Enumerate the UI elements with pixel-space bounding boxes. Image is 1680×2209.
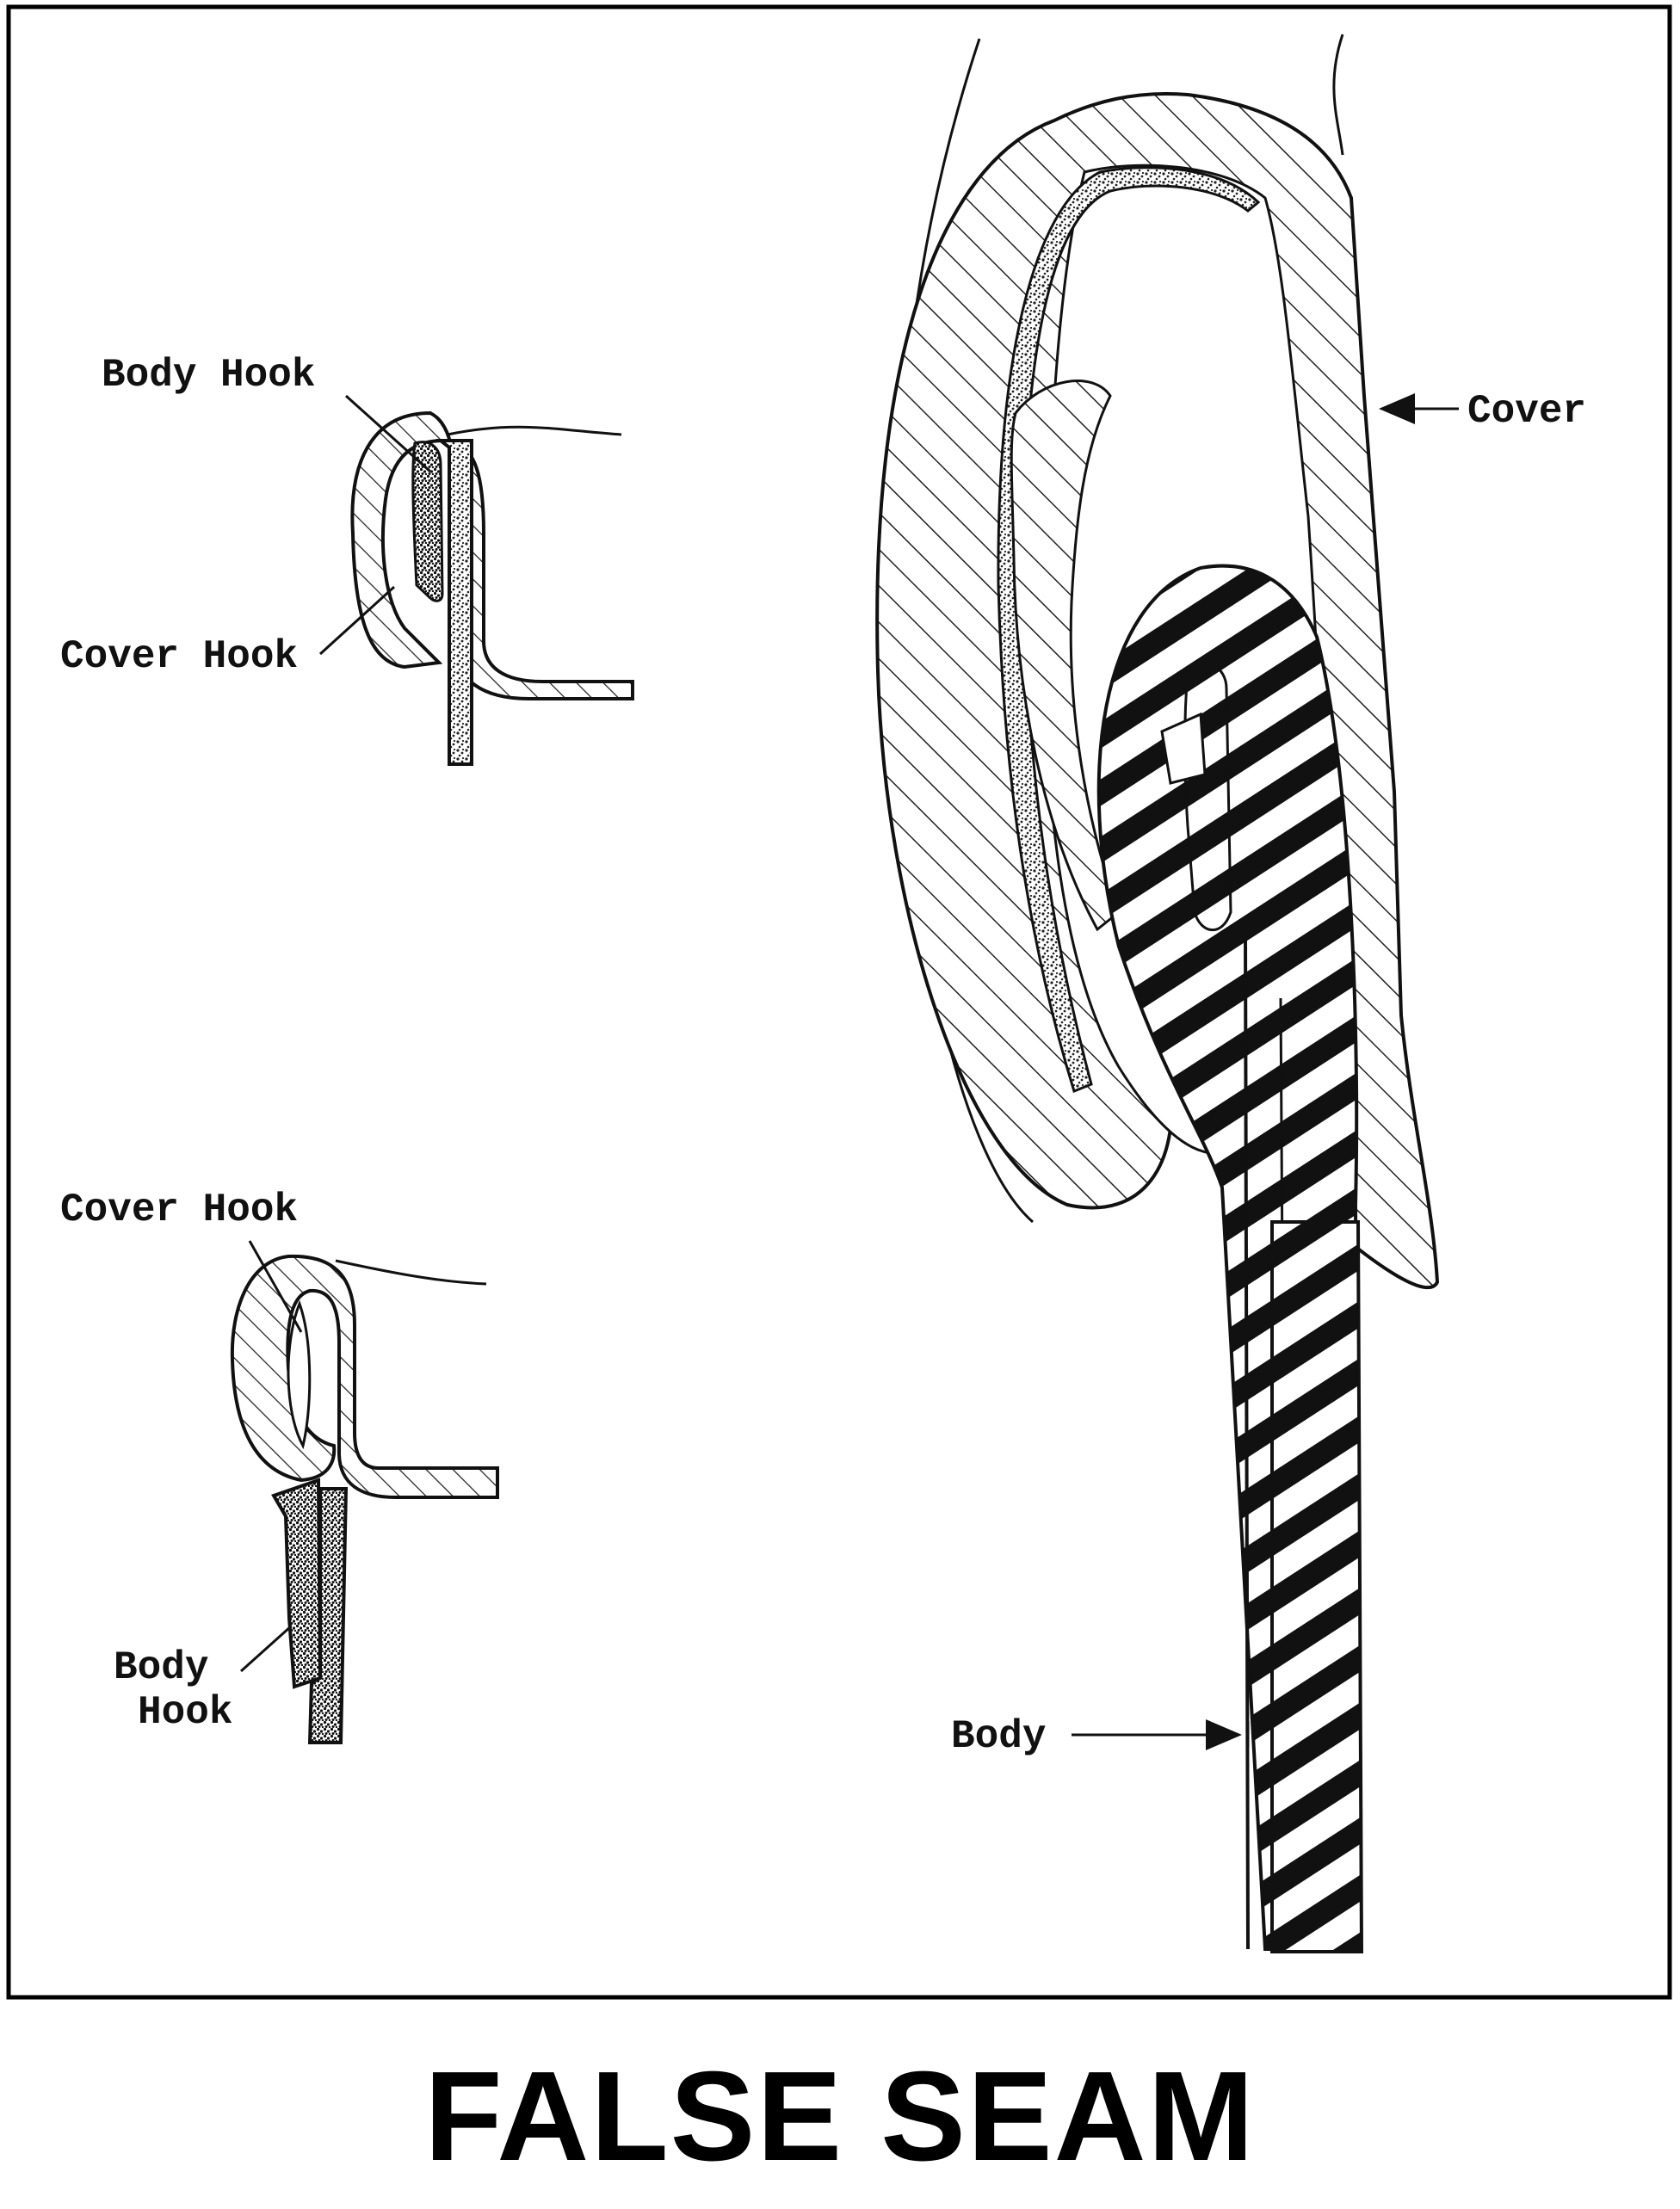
diagram-title: FALSE SEAM [424, 2045, 1256, 2187]
top-left-cover-hook-label: Cover Hook [60, 634, 298, 679]
bottom-left-hook-label: Hook [138, 1690, 232, 1735]
right-body-lower-fill [1270, 1220, 1364, 1953]
bottom-left-body-wall [307, 1487, 349, 1744]
right-inner-blade [1010, 379, 1121, 932]
right-body-hook-stippled [997, 166, 1261, 1093]
right-body-hook-inner [1183, 662, 1232, 932]
diagram-border [6, 4, 1672, 2000]
bottom-left-inner-loop [287, 1299, 312, 1450]
bottom-left-body-hook-leader [239, 1625, 293, 1673]
right-body-line [1244, 929, 1250, 1950]
top-left-body-hook-leader [344, 394, 432, 473]
top-left-cover-hook [350, 410, 634, 700]
top-left-body-wall [435, 439, 473, 766]
top-left-seam: Body Hook Cover Hook [60, 353, 634, 766]
top-left-cover-hook-leader [318, 585, 396, 656]
bottom-left-cover-line [335, 1259, 487, 1286]
right-outer-line-right [1332, 34, 1344, 156]
top-left-body-hook [411, 441, 444, 602]
right-body-label: Body [951, 1714, 1046, 1759]
right-diamond-cut [1160, 712, 1207, 785]
bottom-left-body-hook [271, 1478, 323, 1689]
bottom-left-cover-hook-leader [248, 1240, 303, 1333]
bottom-left-body-label: Body [114, 1645, 208, 1690]
top-left-cover-line [447, 425, 622, 436]
top-left-body-hook-label: Body Hook [102, 353, 315, 398]
bottom-left-cover-hook-label: Cover Hook [60, 1188, 298, 1232]
right-large-seam: Cover Body [875, 34, 1586, 1953]
bottom-left-seam: Cover Hook Body Hook [60, 1188, 499, 1744]
bottom-left-cover-hook [230, 1254, 499, 1499]
right-cover-label: Cover [1467, 389, 1586, 434]
